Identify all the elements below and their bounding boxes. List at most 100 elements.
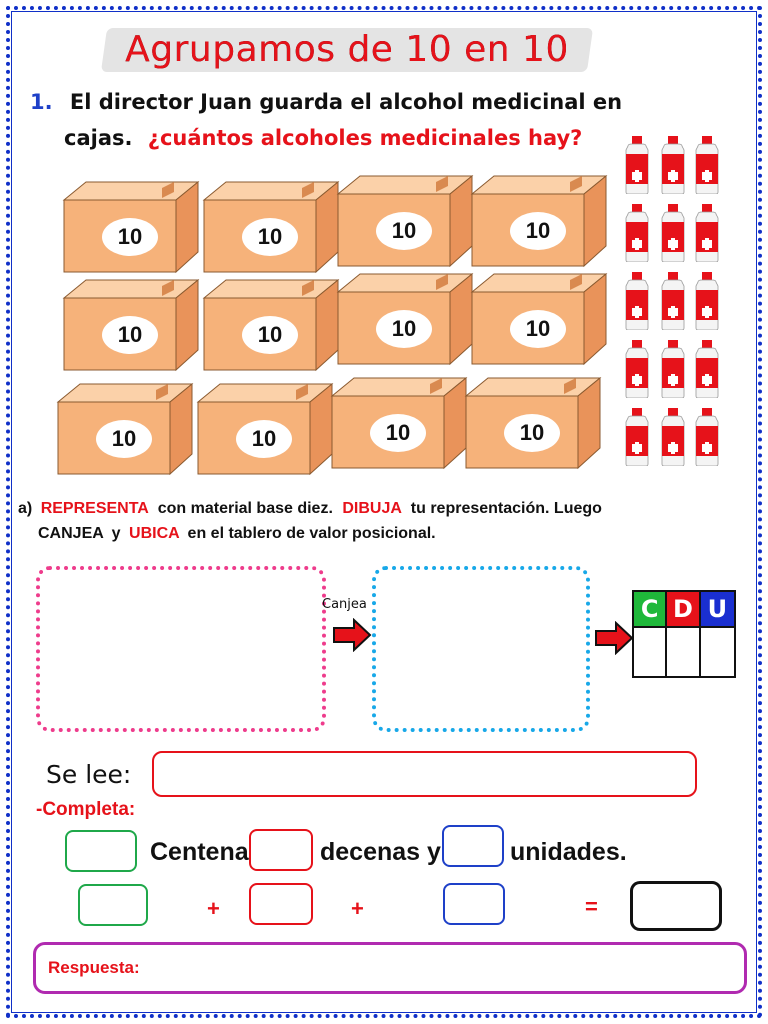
plus-sign-2: + — [351, 896, 364, 921]
instruction-line-1: a) REPRESENTA con material base diez. DI… — [18, 500, 602, 518]
centena-word: Centena — [150, 838, 249, 866]
alcohol-bottle-icon — [661, 136, 685, 195]
alcohol-bottle — [692, 204, 722, 263]
cardboard-box: 10 — [470, 172, 610, 268]
cardboard-box: 10 — [62, 178, 202, 274]
decenas-field[interactable] — [249, 829, 313, 871]
instruction-text-2: tu representación. Luego — [410, 500, 602, 517]
box-icon — [62, 180, 200, 274]
box-label: 10 — [510, 212, 566, 250]
box-label: 10 — [510, 310, 566, 348]
answer-label: Respuesta: — [48, 958, 140, 977]
place-value-header-c: C — [634, 592, 668, 628]
cardboard-box: 10 — [336, 172, 476, 268]
alcohol-bottle — [622, 408, 652, 467]
box-label: 10 — [376, 212, 432, 250]
alcohol-bottle — [658, 408, 688, 467]
instruction-word-dibuja: DIBUJA — [342, 500, 402, 517]
canjea-label: Canjea — [322, 597, 367, 612]
box-label: 10 — [370, 414, 426, 452]
box-label: 10 — [376, 310, 432, 348]
box-grid: 10 10 10 10 10 10 10 10 10 10 10 10 — [52, 166, 612, 478]
alcohol-bottle — [622, 272, 652, 331]
page-border — [6, 6, 762, 1018]
se-lee-label: Se lee: — [46, 760, 132, 789]
alcohol-bottle — [658, 272, 688, 331]
alcohol-bottle — [658, 204, 688, 263]
question-text-2: cajas. — [64, 126, 133, 150]
sum-decenas-field[interactable] — [249, 883, 313, 925]
alcohol-bottle — [622, 340, 652, 399]
cardboard-box: 10 — [62, 276, 202, 372]
place-value-table: C D U — [632, 590, 736, 678]
plus-sign-1: + — [207, 896, 220, 921]
place-value-cell-c[interactable] — [634, 628, 668, 676]
instruction-line-2: CANJEA y UBICA en el tablero de valor po… — [38, 525, 436, 543]
question-text-1: El director Juan guarda el alcohol medic… — [69, 90, 623, 114]
unidades-field[interactable] — [442, 825, 504, 867]
decenas-word: decenas y — [320, 838, 441, 866]
box-label: 10 — [242, 218, 298, 256]
alcohol-bottle-icon — [695, 340, 719, 399]
centena-field[interactable] — [65, 830, 137, 872]
alcohol-bottle-icon — [625, 340, 649, 399]
alcohol-bottle — [692, 272, 722, 331]
alcohol-bottle — [692, 340, 722, 399]
sum-centenas-field[interactable] — [78, 884, 148, 926]
completa-label: -Completa: — [36, 799, 136, 820]
title-banner: Agrupamos de 10 en 10 — [104, 24, 590, 74]
alcohol-bottle-icon — [661, 204, 685, 263]
cardboard-box: 10 — [464, 374, 604, 470]
right-arrow-icon — [333, 618, 372, 652]
alcohol-bottle — [622, 136, 652, 195]
instruction-text-1: con material base diez. — [157, 500, 333, 517]
alcohol-bottle — [692, 408, 722, 467]
alcohol-bottle — [658, 340, 688, 399]
box-label: 10 — [102, 316, 158, 354]
sum-result-field[interactable] — [630, 881, 722, 931]
box-icon — [470, 174, 608, 268]
page-title: Agrupamos de 10 en 10 — [125, 28, 569, 70]
alcohol-bottle — [622, 204, 652, 263]
unidades-word: unidades. — [510, 838, 627, 866]
place-value-cell-d[interactable] — [667, 628, 701, 676]
cardboard-box: 10 — [202, 178, 342, 274]
instruction-word-representa: REPRESENTA — [40, 500, 149, 517]
question-line-2: cajas. ¿cuántos alcoholes medicinales ha… — [64, 126, 582, 150]
bottle-grid — [620, 136, 728, 476]
sum-unidades-field[interactable] — [443, 883, 505, 925]
alcohol-bottle-icon — [625, 204, 649, 263]
instruction-word-ubica: UBICA — [129, 525, 180, 542]
equals-sign: = — [585, 894, 598, 919]
se-lee-field[interactable] — [152, 751, 697, 797]
question-line-1: 1. El director Juan guarda el alcohol me… — [30, 90, 622, 114]
representation-area[interactable] — [36, 566, 326, 732]
alcohol-bottle-icon — [695, 204, 719, 263]
alcohol-bottle-icon — [661, 340, 685, 399]
alcohol-bottle-icon — [695, 136, 719, 195]
cardboard-box: 10 — [196, 380, 336, 476]
alcohol-bottle-icon — [625, 272, 649, 331]
box-label: 10 — [242, 316, 298, 354]
instruction-text-4: en el tablero de valor posicional. — [187, 525, 436, 542]
alcohol-bottle — [692, 136, 722, 195]
cardboard-box: 10 — [336, 270, 476, 366]
alcohol-bottle-icon — [661, 408, 685, 467]
alcohol-bottle-icon — [695, 272, 719, 331]
cardboard-box: 10 — [56, 380, 196, 476]
box-label: 10 — [102, 218, 158, 256]
exchange-area[interactable] — [372, 566, 590, 732]
box-label: 10 — [504, 414, 560, 452]
instruction-letter: a) — [18, 500, 33, 517]
question-number: 1. — [30, 90, 53, 114]
answer-field[interactable] — [33, 942, 747, 994]
right-arrow-icon — [595, 621, 634, 655]
instruction-text-3: y — [111, 525, 121, 542]
box-label: 10 — [236, 420, 292, 458]
place-value-header-u: U — [700, 592, 734, 628]
alcohol-bottle-icon — [661, 272, 685, 331]
alcohol-bottle-icon — [625, 136, 649, 195]
instruction-word-canjea: CANJEA — [38, 525, 104, 542]
place-value-cell-u[interactable] — [701, 628, 734, 676]
alcohol-bottle-icon — [625, 408, 649, 467]
